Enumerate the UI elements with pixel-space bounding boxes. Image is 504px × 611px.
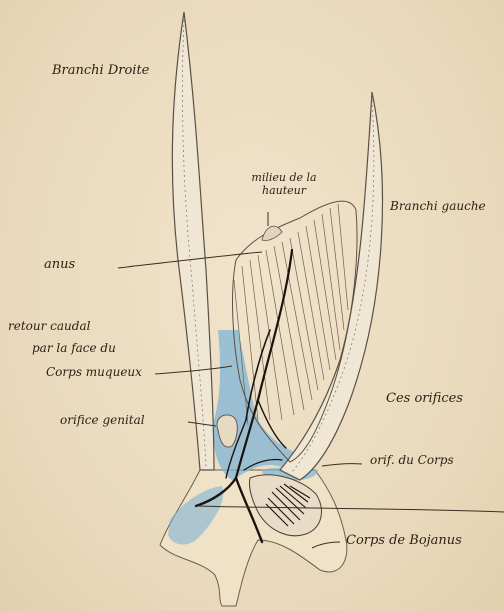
- label-retour-caudal: retour caudal: [8, 320, 90, 332]
- label-milieu-hauteur: milieu de la hauteur: [244, 172, 324, 197]
- label-anus: anus: [44, 258, 75, 271]
- label-branchie-gauche: Branchi gauche: [390, 200, 486, 212]
- midline-notch: [262, 226, 282, 240]
- label-orifice-genital: orifice genital: [60, 414, 145, 426]
- label-orifice-du-corps: orif. du Corps: [370, 454, 454, 466]
- label-corps-muqueux: Corps muqueux: [46, 366, 142, 378]
- label-par-la-face: par la face du: [32, 342, 116, 354]
- label-ces-orifices: Ces orifices: [386, 392, 463, 405]
- label-milieu-hauteur-text: milieu de la hauteur: [251, 171, 316, 197]
- right-gill-outer: [172, 12, 214, 470]
- label-branchie-droite: Branchi Droite: [52, 64, 149, 77]
- label-corps-de-bojanus: Corps de Bojanus: [346, 534, 462, 547]
